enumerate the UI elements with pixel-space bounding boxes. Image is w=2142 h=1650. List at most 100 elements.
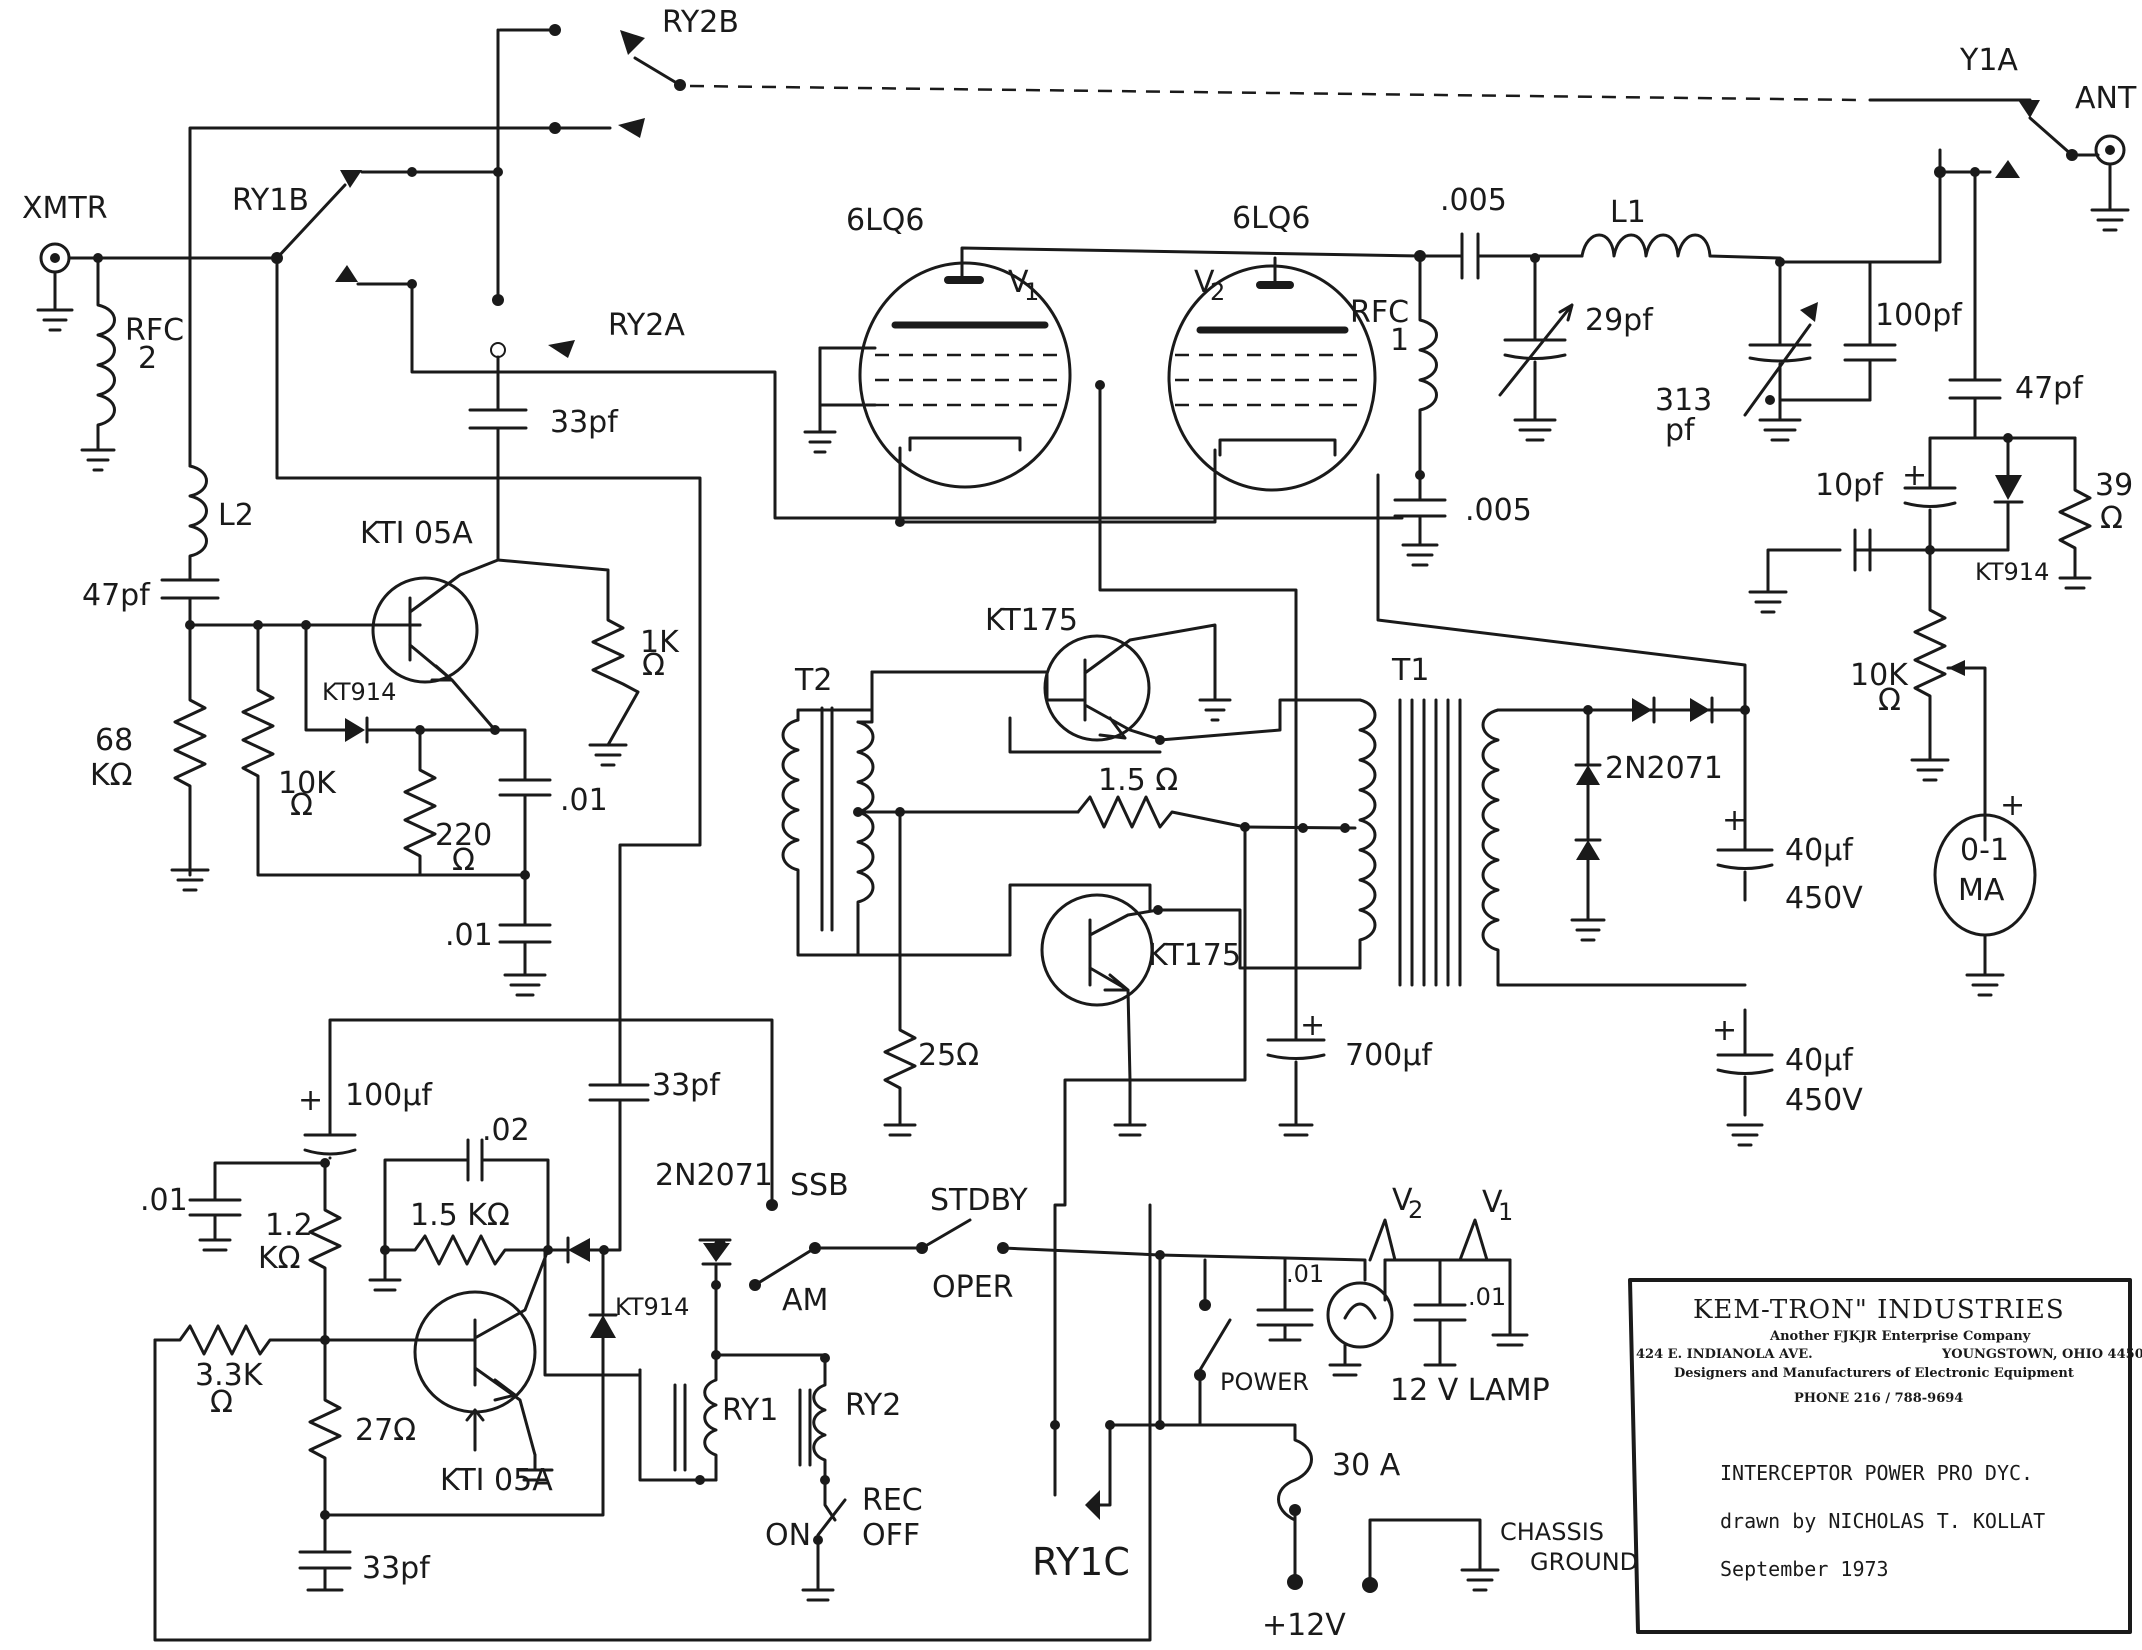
c-40b-value: 40μf <box>1785 1043 1854 1078</box>
rec-label: REC <box>862 1483 923 1518</box>
c-313pf-a: 313 <box>1655 383 1712 418</box>
l1-label: L1 <box>1610 195 1646 230</box>
meter-label-a: 0-1 <box>1960 833 2009 868</box>
r-220-label: 220 <box>435 818 492 853</box>
r-27-label: 27Ω <box>355 1413 416 1448</box>
d-2n2071-right: 2N2071 <box>1605 751 1723 786</box>
r-10k-left-unit: Ω <box>290 788 313 823</box>
tb-phone: PHONE 216 / 788-9694 <box>1794 1391 1963 1406</box>
off-label: OFF <box>862 1518 920 1553</box>
power-label: POWER <box>1220 1368 1309 1396</box>
tb-tagline: Another FJKJR Enterprise Company <box>1769 1329 2031 1344</box>
q-kt105a-bottom-label: KTI 05A <box>440 1463 553 1498</box>
ry1c-label: RY1C <box>1032 1540 1130 1584</box>
c-100uf-label: 100μf <box>345 1078 433 1113</box>
d-2n2071-bottom: 2N2071 <box>655 1158 773 1193</box>
transistor-kt175-bottom <box>1008 883 1160 1137</box>
c-29pf-label: 29pf <box>1585 303 1654 338</box>
transformer-t1 <box>1358 698 1500 987</box>
r-33k-a: 3.3K <box>195 1358 264 1393</box>
c-33pf-top: 33pf <box>550 405 619 440</box>
v1-label: V <box>1008 265 1029 300</box>
rfc1-inductor <box>1393 254 1447 567</box>
c-01-a: .01 <box>560 783 608 818</box>
tb-date: September 1973 <box>1720 1557 1889 1581</box>
ry2b-label: RY2B <box>662 5 739 40</box>
c-700-plus: + <box>1300 1008 1325 1043</box>
c-01-c: .01 <box>140 1183 188 1218</box>
c-40a-plus: + <box>1722 803 1747 838</box>
t1-label: T1 <box>1391 653 1429 688</box>
q-kt105a-top-label: KTI 05A <box>360 516 473 551</box>
ry1a-label: Y1A <box>1959 43 2018 78</box>
lamp-v1-sub: 1 <box>1498 1198 1513 1226</box>
rfc2-number: 2 <box>138 341 157 376</box>
oper-label: OPER <box>932 1270 1014 1305</box>
ry2a-switch[interactable] <box>468 294 575 562</box>
meter-label-b: MA <box>1958 873 2005 908</box>
tb-project: INTERCEPTOR POWER PRO DYC. <box>1720 1461 2033 1485</box>
ry2b-switch[interactable] <box>493 24 1861 302</box>
r-25-label: 25Ω <box>918 1038 979 1073</box>
rfc1-number: 1 <box>1390 323 1409 358</box>
ry2a-label: RY2A <box>608 308 685 343</box>
tb-drawn: drawn by NICHOLAS T. KOLLAT <box>1720 1509 2045 1533</box>
r-39-label: 39 <box>2095 468 2133 503</box>
meter-plus: + <box>2000 788 2025 823</box>
on-label: ON <box>765 1518 811 1553</box>
lamp-label: 12 V LAMP <box>1390 1373 1550 1408</box>
c-10pf-plus: + <box>1902 458 1927 493</box>
ant-label: ANT <box>2075 81 2137 116</box>
fuse-label: 30 A <box>1332 1448 1401 1483</box>
tube2-label: 6LQ6 <box>1232 201 1311 236</box>
l2-inductor <box>160 464 220 627</box>
ssb-label: SSB <box>790 1168 849 1203</box>
tb-city: YOUNGSTOWN, OHIO 44502 <box>1941 1347 2142 1362</box>
t2-label: T2 <box>794 663 832 698</box>
relay-coils <box>673 1353 827 1482</box>
c-01-d: .01 <box>1286 1260 1324 1288</box>
r-220-unit: Ω <box>452 843 475 878</box>
ry1a-switch[interactable] <box>1868 98 2078 178</box>
c-33pf-middle: 33pf <box>652 1068 721 1103</box>
c-700-label: 700μf <box>1345 1038 1433 1073</box>
r-1k-label: 1K <box>640 625 680 660</box>
meter-0-1ma <box>1933 813 2037 997</box>
c-313pf-b: pf <box>1665 413 1696 448</box>
l1-inductor <box>1580 233 1782 260</box>
xmtr-label: XMTR <box>22 191 108 226</box>
tube1-label: 6LQ6 <box>846 203 925 238</box>
c-33pf-bottom: 33pf <box>362 1551 431 1586</box>
c-40b-plus: + <box>1712 1013 1737 1048</box>
r-12k-b: KΩ <box>258 1241 301 1276</box>
c-40a-voltage: 450V <box>1785 881 1863 916</box>
lamp-v1: V <box>1482 1185 1503 1220</box>
v2-label: V <box>1194 265 1215 300</box>
c-005-b: .005 <box>1465 493 1532 528</box>
tube-v1 <box>858 261 1072 489</box>
v1-sub: 1 <box>1024 278 1039 306</box>
c-005-a: .005 <box>1440 183 1507 218</box>
tb-desc: Designers and Manufacturers of Electroni… <box>1674 1366 2074 1381</box>
q-kt175-top-label: KT175 <box>985 603 1078 638</box>
ry2-label: RY2 <box>845 1388 901 1423</box>
c-40b-voltage: 450V <box>1785 1083 1863 1118</box>
ry1b-switch[interactable] <box>271 167 1404 520</box>
kt914-bottom-label: KT914 <box>615 1293 689 1321</box>
rfc2-inductor <box>80 256 116 472</box>
r-10k-left: 10K <box>278 766 337 801</box>
ant-connector <box>2070 134 2130 232</box>
tb-company: KEM-TRON" INDUSTRIES <box>1693 1295 2065 1325</box>
v12-label: +12V <box>1262 1608 1346 1643</box>
title-block: KEM-TRON" INDUSTRIES Another FJKJR Enter… <box>1628 1278 2142 1634</box>
transistor-kt105a-top <box>371 558 500 732</box>
r-15-label: 1.5 Ω <box>1098 763 1178 798</box>
chassis-label-b: GROUND <box>1530 1548 1638 1576</box>
tb-address: 424 E. INDIANOLA AVE. <box>1636 1347 1813 1362</box>
c-47pf-left: 47pf <box>82 578 151 613</box>
c-01-b: .01 <box>445 918 493 953</box>
ry1b-label: RY1B <box>232 183 309 218</box>
am-label: AM <box>782 1283 828 1318</box>
r-12k-a: 1.2 <box>265 1208 313 1243</box>
